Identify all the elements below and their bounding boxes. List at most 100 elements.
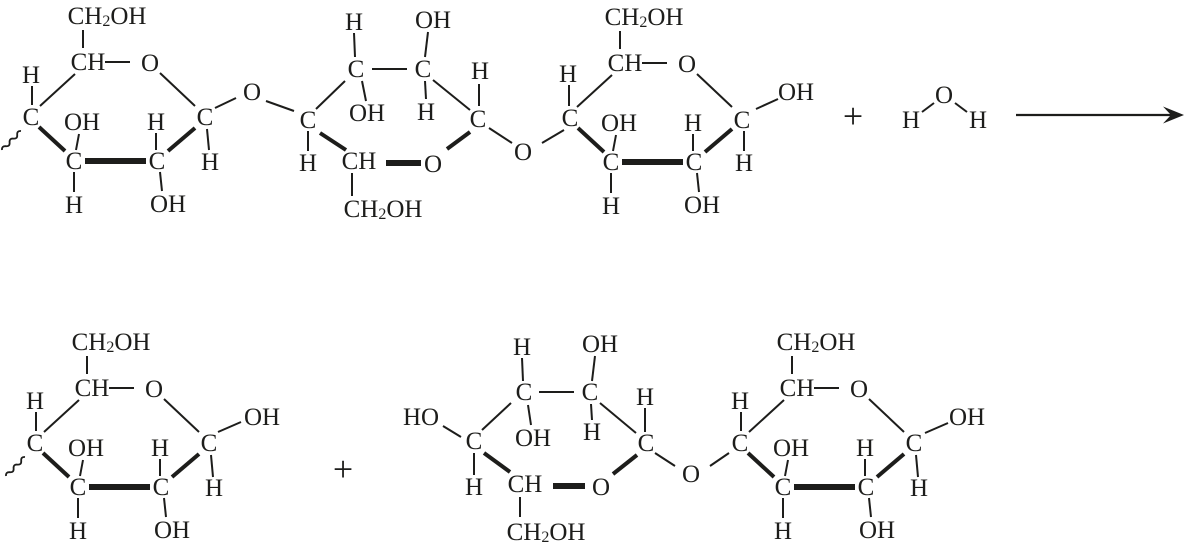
bond-thin bbox=[75, 133, 80, 151]
bond-thin bbox=[696, 73, 733, 108]
bond-thin bbox=[159, 72, 196, 107]
atom-label: C bbox=[197, 104, 214, 131]
bond-mid bbox=[445, 130, 472, 151]
atom-label: OH bbox=[859, 517, 895, 544]
atom-label: O bbox=[682, 461, 700, 488]
atom-label: H bbox=[559, 61, 577, 88]
atom-label: H bbox=[465, 474, 483, 501]
atom-label: O bbox=[424, 151, 442, 178]
atom-label: OH bbox=[68, 435, 104, 462]
atom-label: OH bbox=[349, 100, 385, 127]
atom-label: O bbox=[514, 139, 532, 166]
wavy-bond bbox=[1, 130, 22, 151]
atom-label: OH bbox=[64, 109, 100, 136]
bond-thin bbox=[79, 459, 84, 477]
atom-label: CH bbox=[608, 50, 643, 77]
bond-thin bbox=[265, 100, 295, 112]
atom-label: CH2OH bbox=[777, 329, 856, 356]
bond-thin bbox=[784, 459, 789, 477]
bond-thin bbox=[527, 404, 532, 426]
bond-thin bbox=[361, 80, 367, 102]
atom-label: C bbox=[686, 149, 703, 176]
atom-label: O bbox=[141, 50, 159, 77]
atom-label: C bbox=[858, 474, 875, 501]
atom-label: C bbox=[201, 430, 218, 457]
atom-label: H bbox=[345, 9, 363, 36]
atom-label: C bbox=[603, 149, 620, 176]
atom-label: CH bbox=[780, 375, 815, 402]
atom-label: H bbox=[299, 150, 317, 177]
bond-thin bbox=[424, 80, 427, 100]
bond-thin bbox=[748, 399, 785, 433]
atom-label: H bbox=[147, 109, 165, 136]
atom-label: C bbox=[516, 379, 533, 406]
atom-label: OH bbox=[415, 7, 451, 34]
bond-mid bbox=[41, 451, 71, 479]
bond-thin bbox=[432, 79, 471, 111]
atom-label: OH bbox=[684, 192, 720, 219]
atom-label: H bbox=[735, 150, 753, 177]
atom-label: OH bbox=[778, 79, 814, 106]
bond-mid bbox=[166, 126, 197, 153]
bond-thin bbox=[39, 73, 76, 107]
bond-thin bbox=[163, 497, 167, 518]
bond-thin bbox=[217, 421, 242, 433]
reactant-water: HOH bbox=[902, 82, 987, 134]
atom-label: O bbox=[935, 82, 953, 109]
atom-label: C bbox=[348, 56, 365, 83]
atom-label: C bbox=[582, 379, 599, 406]
atom-label: CH2OH bbox=[605, 4, 684, 31]
atom-label: H bbox=[636, 384, 654, 411]
bond-thin bbox=[954, 102, 968, 113]
atom-label: HO bbox=[403, 404, 439, 431]
bond-thin bbox=[210, 454, 214, 478]
bond-thin bbox=[924, 422, 949, 434]
atom-label: H bbox=[417, 99, 435, 126]
bond-thin bbox=[481, 402, 512, 431]
bond-thin bbox=[696, 172, 700, 193]
atom-label: H bbox=[201, 149, 219, 176]
bond-thin bbox=[424, 31, 429, 58]
bond-mid bbox=[611, 453, 639, 476]
atom-label: OH bbox=[150, 191, 186, 218]
bond-thin bbox=[868, 398, 905, 433]
atom-label: C bbox=[638, 430, 655, 457]
atom-label: C bbox=[732, 430, 749, 457]
bond-thin bbox=[755, 98, 779, 110]
bond-thin bbox=[214, 97, 237, 109]
bond-thin bbox=[612, 134, 617, 152]
atom-label: C bbox=[300, 107, 317, 134]
atom-label: CH bbox=[71, 49, 106, 76]
wavy-bond bbox=[5, 456, 26, 477]
atom-label: H bbox=[151, 435, 169, 462]
atom-label: H bbox=[26, 388, 44, 415]
bond-thin bbox=[590, 403, 593, 421]
atom-label: C bbox=[153, 474, 170, 501]
atom-label: OH bbox=[154, 517, 190, 544]
bond-thin bbox=[868, 497, 872, 518]
atom-label: H bbox=[731, 388, 749, 415]
atom-label: H bbox=[583, 419, 601, 446]
atom-label: CH bbox=[508, 471, 543, 498]
bond-mid bbox=[875, 452, 906, 479]
atom-label: H bbox=[69, 518, 87, 545]
bond-thin bbox=[206, 128, 210, 151]
bond-mid bbox=[482, 451, 512, 474]
bond-thin bbox=[163, 398, 200, 433]
plus-operator: + bbox=[333, 449, 353, 489]
bond-mid bbox=[37, 125, 67, 153]
atom-label: C bbox=[470, 106, 487, 133]
atom-label: H bbox=[684, 110, 702, 137]
bond-thin bbox=[521, 357, 524, 382]
bond-thin bbox=[709, 452, 730, 467]
atom-label: H bbox=[774, 518, 792, 545]
atom-label: O bbox=[592, 474, 610, 501]
atom-label: CH bbox=[75, 375, 110, 402]
bond-thin bbox=[576, 74, 613, 108]
bond-thin bbox=[541, 129, 565, 144]
atom-label: O bbox=[243, 79, 261, 106]
atom-label: C bbox=[734, 107, 751, 134]
